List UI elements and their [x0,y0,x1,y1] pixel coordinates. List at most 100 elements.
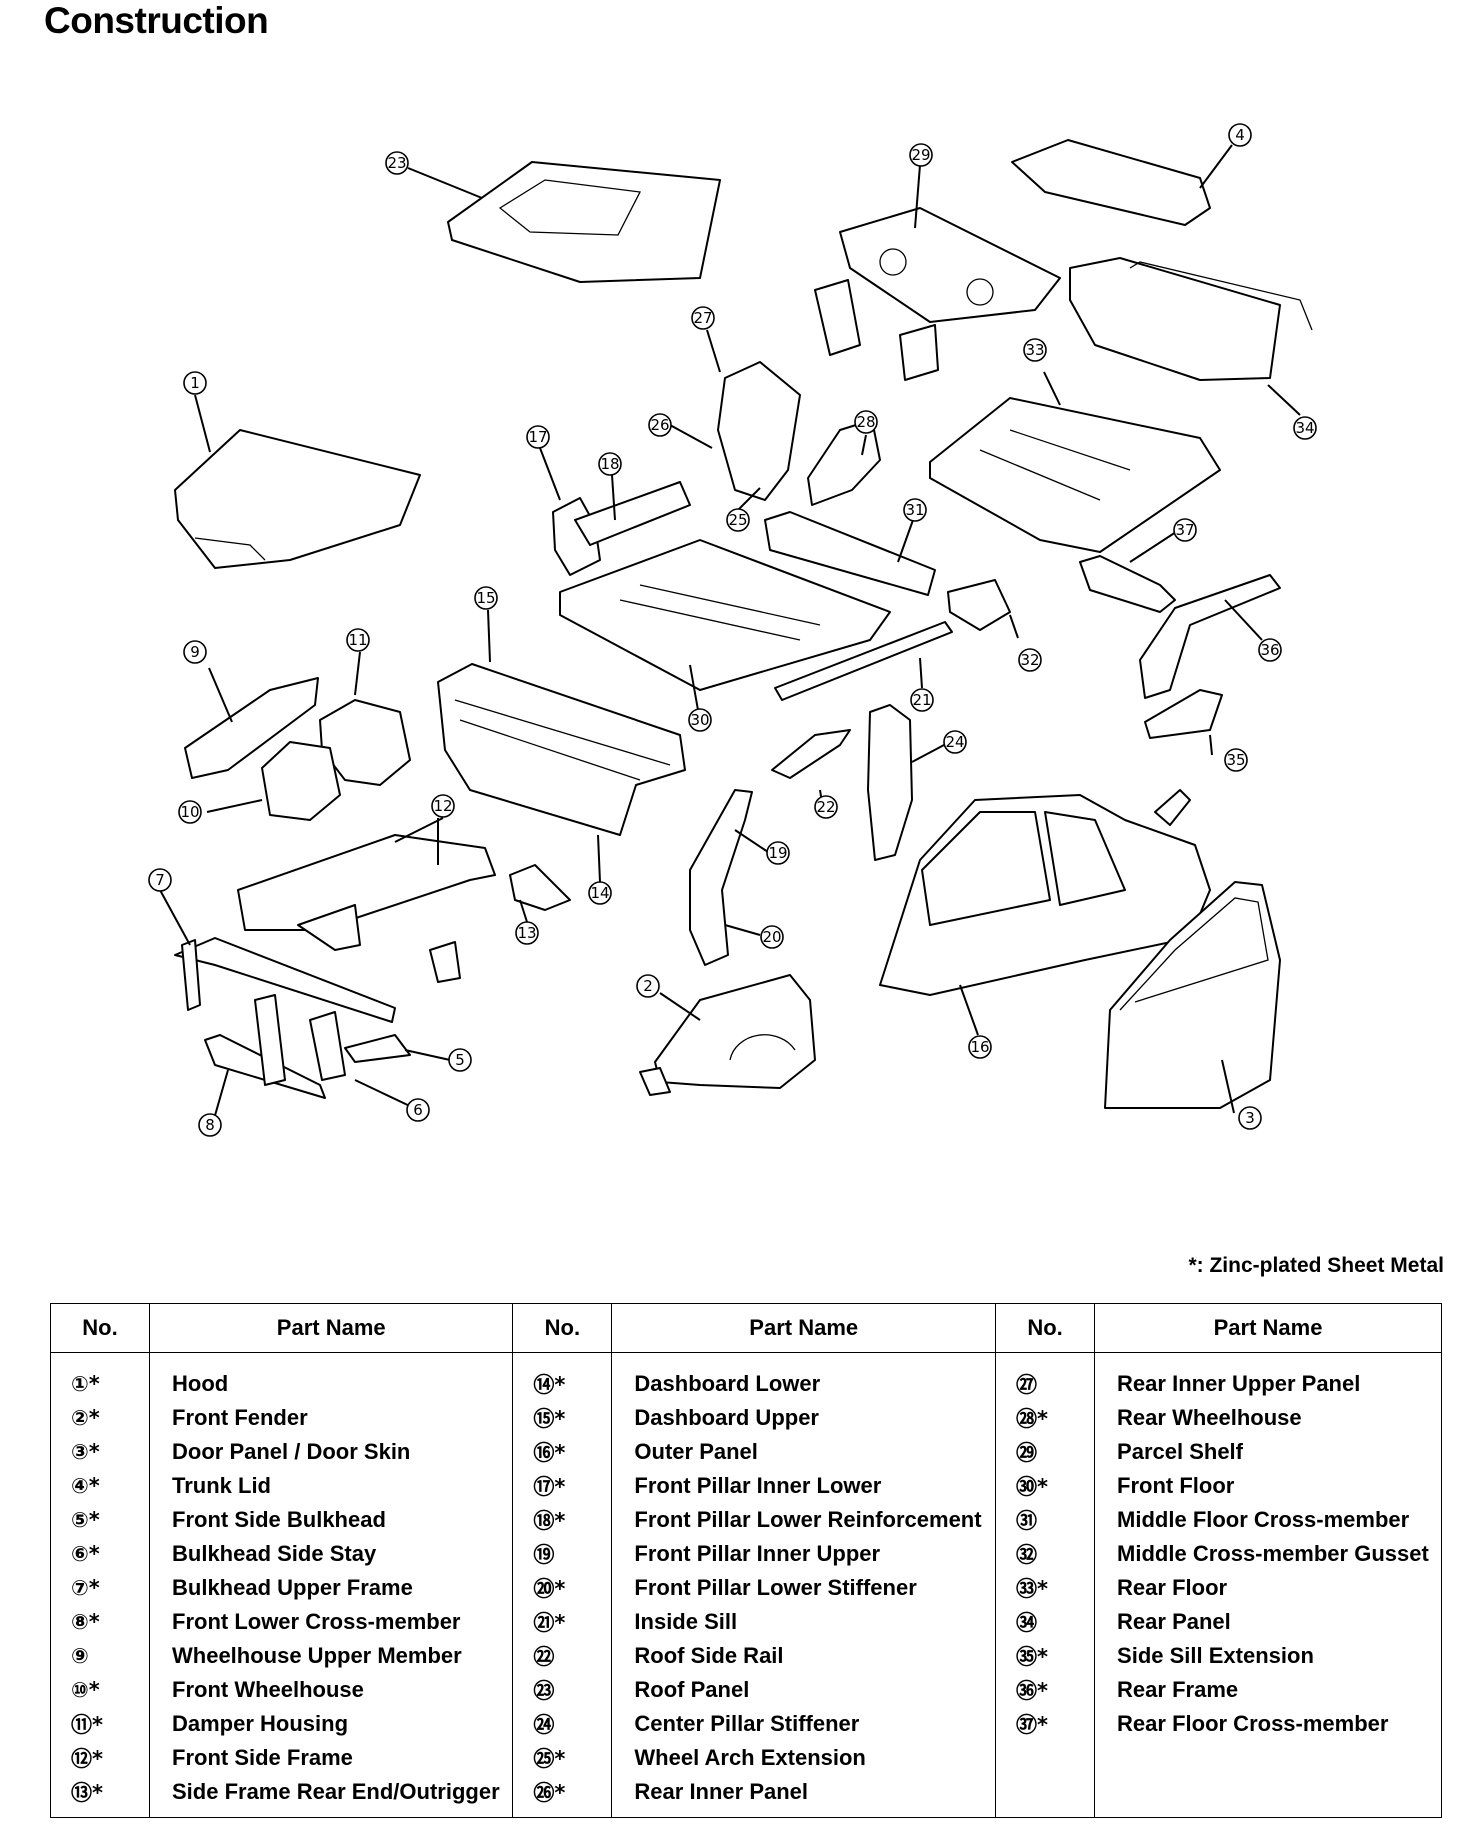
part-number: ⑫* [50,1741,150,1775]
svg-text:29: 29 [911,146,930,164]
callout-4: 4 [1228,123,1252,147]
part-name: Front Floor [1094,1469,1442,1503]
rear-inner-panel [717,361,801,501]
part-name [1094,1741,1442,1775]
part-number: ⑮* [512,1401,613,1435]
part-number: ㉗ [995,1352,1096,1401]
front-floor [559,539,891,691]
part-name: Rear Frame [1094,1673,1442,1707]
svg-text:15: 15 [476,589,495,607]
callout-28: 28 [854,410,878,434]
svg-text:1: 1 [190,374,200,392]
svg-text:6: 6 [413,1101,423,1119]
front-side-bulkhead [254,994,411,1086]
callout-22: 22 [814,795,838,819]
part-number: ㉔ [512,1707,613,1741]
callout-7: 7 [148,868,172,892]
part-name: Middle Floor Cross-member [1094,1503,1442,1537]
part-name: Hood [148,1352,514,1401]
part-number: ⑪* [50,1707,150,1741]
callout-18: 18 [598,452,622,476]
svg-text:20: 20 [762,928,781,946]
callout-35: 35 [1224,748,1248,772]
part-name: Front Lower Cross-member [148,1605,514,1639]
part-number [995,1775,1096,1818]
svg-text:36: 36 [1260,641,1279,659]
svg-text:2: 2 [643,977,653,995]
rear-frame [1139,574,1281,699]
center-pillar-stiffener [867,704,913,861]
svg-text:21: 21 [912,691,931,709]
front-pillar-inner-lower [552,481,691,576]
part-number: ⑩* [50,1673,150,1707]
svg-text:33: 33 [1025,341,1044,359]
callout-27: 27 [691,306,715,330]
part-number: ①* [50,1352,150,1401]
side-frame-rear-end [429,864,571,983]
trunk-lid [1011,139,1211,226]
header-part-name: Part Name [611,1303,997,1353]
part-number: ㉟* [995,1639,1096,1673]
part-name: Wheel Arch Extension [611,1741,997,1775]
callout-1: 1 [183,371,207,395]
callout-17: 17 [526,425,550,449]
part-name: Front Side Frame [148,1741,514,1775]
part-name: Outer Panel [611,1435,997,1469]
part-name: Front Pillar Lower Stiffener [611,1571,997,1605]
svg-text:32: 32 [1020,651,1039,669]
middle-cross-member-gusset [947,579,1011,631]
front-pillar-inner-upper [689,789,753,966]
svg-text:28: 28 [856,413,875,431]
svg-text:17: 17 [528,428,547,446]
callout-36: 36 [1258,638,1282,662]
svg-text:34: 34 [1295,419,1314,437]
door-panel [1104,881,1281,1109]
callout-10: 10 [178,800,202,824]
callout-14: 14 [588,881,612,905]
rear-floor-cross-member [1079,555,1176,613]
svg-text:31: 31 [905,501,924,519]
header-no: No. [512,1303,613,1353]
part-number: ㉘* [995,1401,1096,1435]
part-number: ⑥* [50,1537,150,1571]
part-name [1094,1775,1442,1818]
callout-21: 21 [910,688,934,712]
part-name: Rear Inner Panel [611,1775,997,1818]
callout-13: 13 [515,921,539,945]
part-number: ㉞ [995,1605,1096,1639]
callout-3: 3 [1238,1106,1262,1130]
part-name: Door Panel / Door Skin [148,1435,514,1469]
front-wheelhouse [261,741,341,821]
parts-table: No. Part Name No. Part Name No. Part Nam… [50,1303,1442,1818]
part-number: ㉖* [512,1775,613,1818]
part-name: Front Wheelhouse [148,1673,514,1707]
part-name: Front Pillar Inner Upper [611,1537,997,1571]
callout-11: 11 [346,628,370,652]
part-name: Front Fender [148,1401,514,1435]
part-name: Roof Side Rail [611,1639,997,1673]
callout-15: 15 [474,586,498,610]
callout-30: 30 [688,708,712,732]
roof-side-rail [771,729,851,779]
callout-19: 19 [766,841,790,865]
part-number: ⑤* [50,1503,150,1537]
svg-text:25: 25 [728,511,747,529]
part-name: Rear Inner Upper Panel [1094,1352,1442,1401]
leader-lines [159,144,1301,1127]
dashboard [437,663,686,836]
header-no: No. [995,1303,1096,1353]
svg-text:30: 30 [690,711,709,729]
callout-31: 31 [903,498,927,522]
svg-text:10: 10 [180,803,199,821]
svg-text:26: 26 [650,416,669,434]
